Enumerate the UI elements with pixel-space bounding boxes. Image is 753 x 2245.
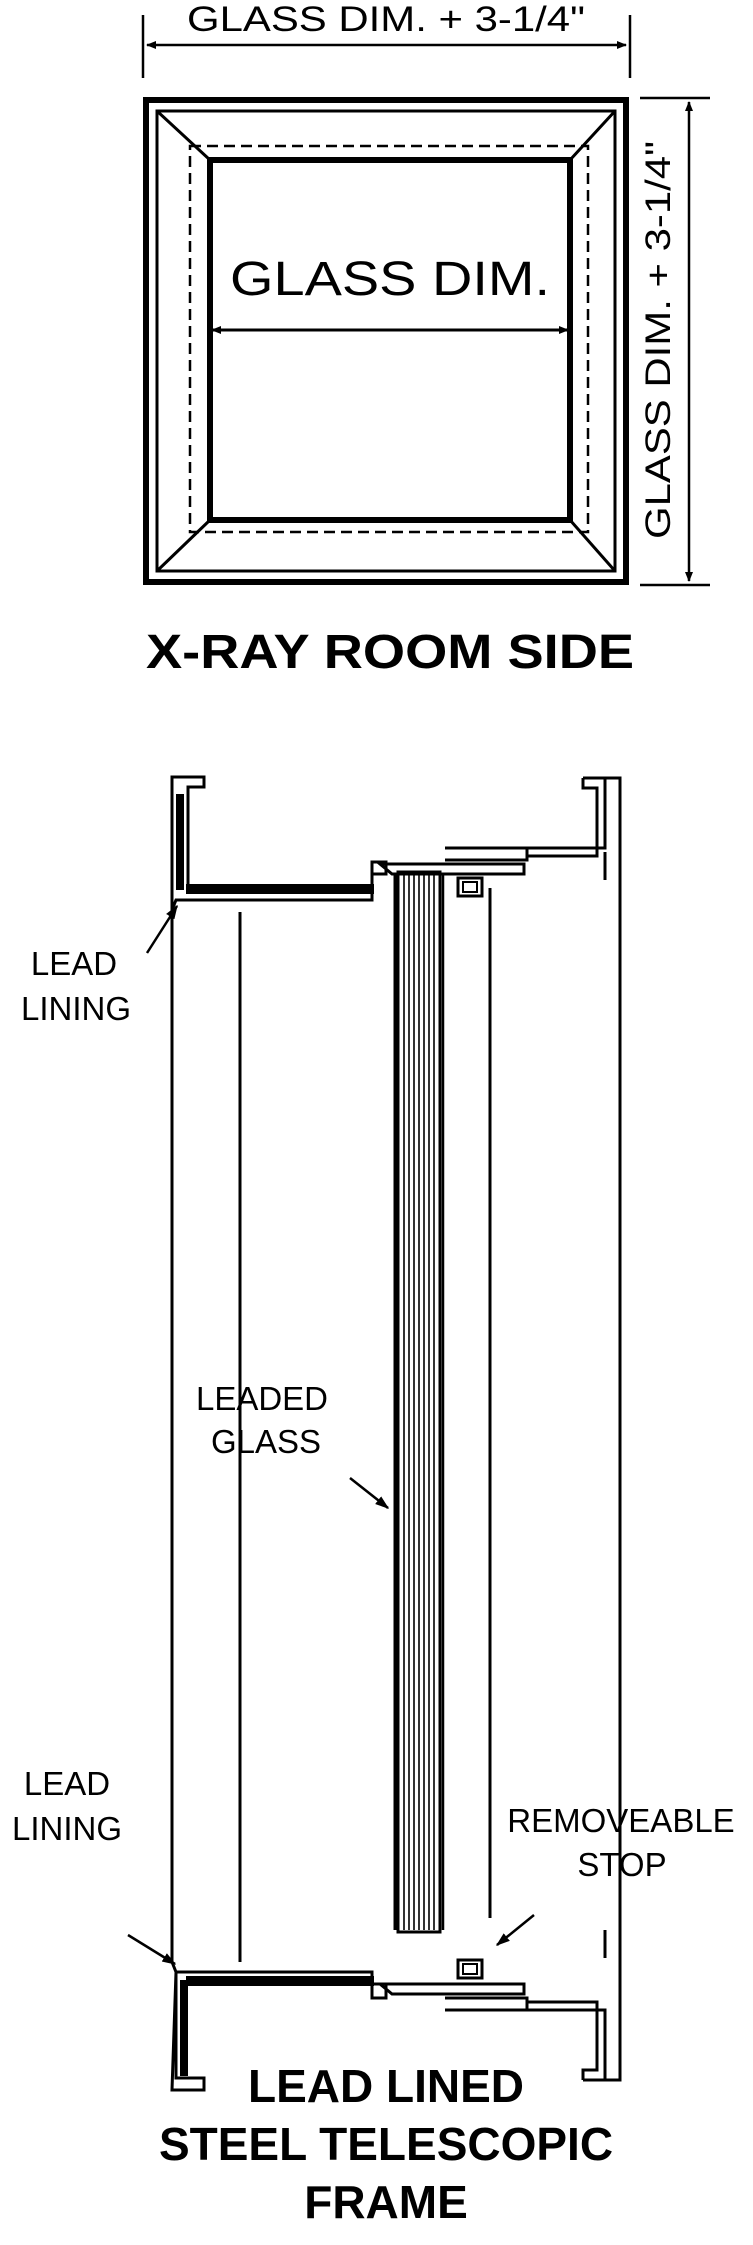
mitre-tr <box>568 109 617 162</box>
section-caption-line-1: LEAD LINED <box>248 2060 524 2112</box>
glass-dim-label: GLASS DIM. <box>230 253 550 306</box>
width-dim-label: GLASS DIM. + 3-1/4" <box>187 0 585 39</box>
removeable-stop-label-2: STOP <box>577 1846 666 1883</box>
removeable-stop-label-1: REMOVEABLE <box>507 1802 734 1839</box>
leader-lead-lining-top <box>145 904 179 954</box>
leaders <box>127 904 535 1966</box>
lead-lining-bottom-label-1: LEAD <box>24 1765 110 1802</box>
height-dim-label: GLASS DIM. + 3-1/4" <box>639 141 678 539</box>
section-caption-line-3: FRAME <box>304 2176 468 2228</box>
stop-dashed <box>188 144 590 534</box>
section-view <box>170 852 622 1962</box>
lead-lining-top-label-1: LEAD <box>31 945 117 982</box>
frame-outer <box>143 97 629 585</box>
frame-inner-edge <box>155 109 617 573</box>
lead-lining-bottom-label-2: LINING <box>12 1810 122 1847</box>
leaded-glass-label-1: LEADED <box>196 1380 328 1417</box>
leaded-glass-label-2: GLASS <box>211 1423 321 1460</box>
stop-bead-top <box>456 876 484 898</box>
frame-profile-bottom <box>170 1958 622 2092</box>
mitre-tl <box>155 109 212 162</box>
mitre-br <box>568 519 617 572</box>
leaded-glass-pane <box>396 870 445 1934</box>
section-caption-line-2: STEEL TELESCOPIC <box>159 2118 613 2170</box>
frame-profile-top <box>170 775 622 911</box>
elevation-view <box>141 15 710 587</box>
stop-bead-bottom <box>456 1958 484 1980</box>
glass-opening <box>207 157 573 523</box>
leader-lead-lining-bottom <box>127 1933 177 1966</box>
elevation-caption: X-RAY ROOM SIDE <box>146 626 634 679</box>
leader-leaded-glass <box>349 1477 390 1509</box>
lead-lining-top-label-2: LINING <box>21 990 131 1027</box>
mitre-bl <box>155 518 212 573</box>
leader-removeable-stop <box>495 1914 535 1946</box>
